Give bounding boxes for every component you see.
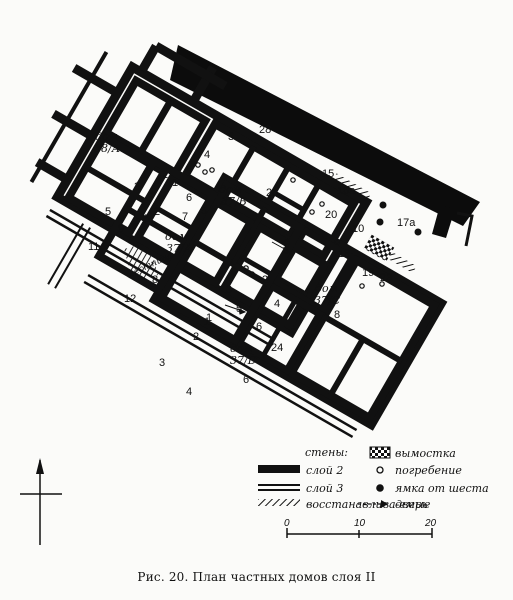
room-num: 8 [152,274,158,286]
layer2-wall-east [432,205,455,238]
house-label-37b: дом 37/В [219,183,247,208]
room-num: 10 [352,223,364,235]
house-37d-line2: 37/D [230,354,257,367]
legend-burial-icon [376,466,384,474]
pole-pits [376,201,422,236]
legend-layer2: слой 2 [306,464,343,477]
house-label-37d: дом 37/D [230,342,257,367]
room-num: 1 [172,177,178,189]
house-37c-line1: дом [315,282,338,295]
room-num: 23 [380,272,392,284]
room-num: 18 [338,248,350,260]
scale-tick-20: 20 [424,518,437,529]
legend: стены: слой 2 слой 3 восстанавлива-емые … [258,446,489,511]
legend-layer3: слой 3 [306,482,343,495]
legend-walls-heading: стены: [305,446,348,459]
legend-burial: погребение [395,464,462,477]
room-num: 2 [154,206,160,218]
scale-tick-0: 0 [284,518,290,529]
room-num: 6 [256,321,262,333]
room-num: 1 [206,312,212,324]
room-num: 20 [325,209,337,221]
room-num: 5 [105,206,111,218]
room-num: 3 [159,357,165,369]
legend-pole-pit: ямка от шеста [395,482,489,495]
burials [195,162,385,289]
room-num: 3 [134,181,140,193]
figure-caption: Рис. 20. План частных домов слоя II [137,570,376,584]
room-num: 6 [243,374,249,386]
house-37b-line2: 37/В [221,195,247,208]
room-num: 8 [334,309,340,321]
north-arrow [20,458,62,545]
room-num: 11 [88,241,99,253]
house-38a-line1: дом [95,130,118,143]
room-num: 26 [266,187,278,199]
room-num: 4 [186,386,192,398]
room-num: 4 [204,149,210,161]
room-num: 5 [201,205,207,217]
house-label-37c: дом 37/С [314,282,341,307]
house-37b-line1: дом [219,183,242,196]
room-num: 7 [182,211,188,223]
room-num: 3 [228,131,234,143]
house-37c-line2: 37/С [314,294,341,307]
legend-restored-swatch [258,499,300,506]
layer3-wall-east [456,211,474,247]
room-num: 4 [274,298,280,310]
room-num: 5 [236,303,242,315]
house-37d-line1: дом [230,342,253,355]
house-37a-line1: дом [165,230,188,243]
room-num: 4 [148,189,154,201]
room-num: 17а [397,217,416,229]
scale-tick-10: 10 [354,518,366,529]
layer2-wall-north [170,45,480,226]
north-arrowhead-icon [36,458,44,474]
scale-bar: 0 10 20 [284,518,437,538]
legend-layer2-swatch [258,465,300,473]
room-num: 15 [322,168,334,180]
room-num: 6 [186,192,192,204]
room-num: 1 [142,169,148,181]
paving-patch [363,234,395,262]
room-num: 2 [162,169,168,181]
house-38a-line2: 38/А [94,142,120,155]
room-num: 16а [337,185,356,197]
room-num: 7 [290,326,296,338]
room-num: 2 [262,274,268,286]
legend-door: дверь [395,498,428,511]
legend-pole-pit-icon [376,484,384,492]
room-numbers: 3 4 1 2 3 4 5 6 5 7 9 5 2 1 8 11 12 9 1 … [88,124,416,398]
house-37a-line2: 37/А [166,242,192,255]
house-label-37a: дом 37/А [165,230,192,255]
room-num: 2 [193,331,199,343]
legend-paving: вымостка [395,447,456,460]
legend-paving-swatch [369,446,391,459]
room-num: 1 [204,316,210,328]
room-num: 5 [144,213,150,225]
room-num: 12 [124,293,136,305]
house-label-38a: дом 38/А [94,130,120,155]
doors [224,241,292,315]
room-num: 3 [226,284,232,296]
room-num: 19 [362,267,374,279]
room-num: 9 [118,223,124,235]
room-num: 9 [284,238,290,250]
room-num: 28 [259,124,271,136]
room-num: 24 [271,342,283,354]
